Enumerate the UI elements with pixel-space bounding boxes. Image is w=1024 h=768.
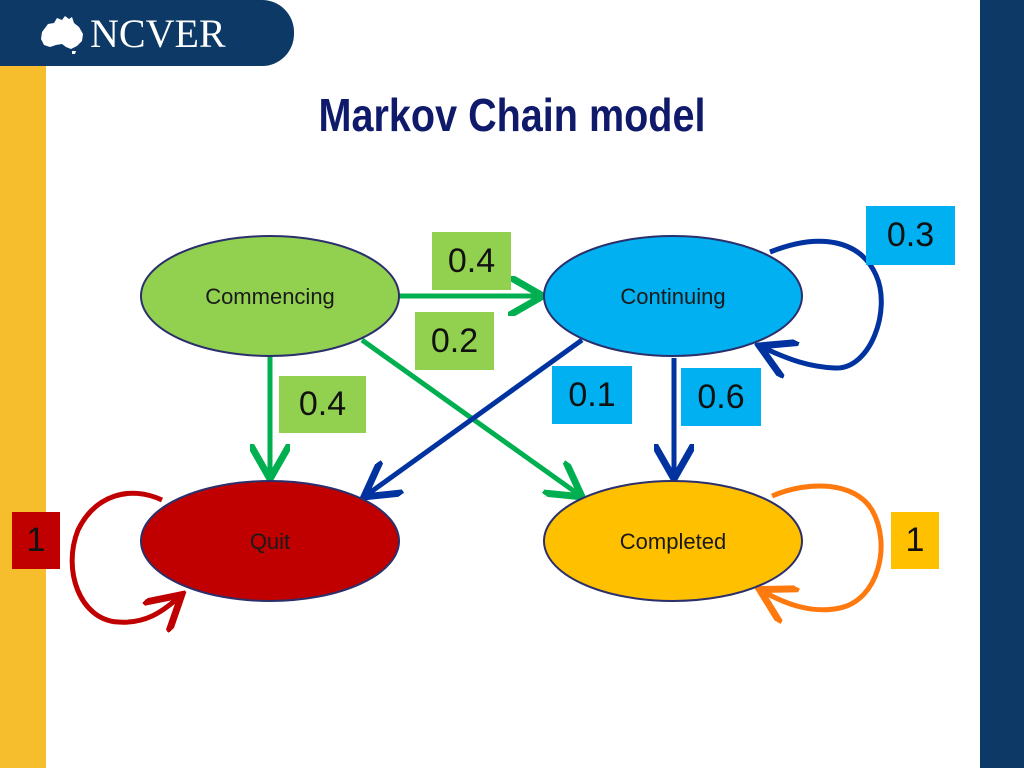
ncver-logo: NCVER xyxy=(0,0,294,66)
state-continuing-label: Continuing xyxy=(620,284,725,309)
prob-commencing-to-completed: 0.2 xyxy=(415,312,494,370)
state-continuing xyxy=(543,235,803,357)
arrow-continuing-to-quit xyxy=(368,337,584,494)
arrow-completed-self-loop xyxy=(764,483,884,610)
state-completed-label: Completed xyxy=(620,529,726,554)
state-commencing-label: Commencing xyxy=(205,284,335,309)
page-title: Markov Chain model xyxy=(318,89,706,141)
logo-text: NCVER xyxy=(90,11,226,56)
prob-commencing-to-quit: 0.4 xyxy=(279,376,366,433)
right-accent-bar xyxy=(980,0,1024,768)
state-quit-label: Quit xyxy=(250,529,290,554)
state-commencing xyxy=(140,235,400,357)
prob-continuing-to-completed: 0.6 xyxy=(681,368,761,426)
prob-quit-self: 1 xyxy=(12,512,60,569)
prob-completed-self: 1 xyxy=(891,512,939,569)
arrow-commencing-to-completed xyxy=(360,337,578,494)
state-quit xyxy=(140,480,400,602)
left-accent-bar xyxy=(0,62,46,768)
prob-commencing-to-continuing: 0.4 xyxy=(432,232,511,290)
australia-map-icon xyxy=(41,16,83,54)
prob-continuing-self: 0.3 xyxy=(866,206,955,265)
state-completed xyxy=(543,480,803,602)
arrow-quit-self-loop xyxy=(69,490,178,622)
arrow-continuing-self-loop xyxy=(764,238,884,368)
prob-continuing-to-quit: 0.1 xyxy=(552,366,632,424)
